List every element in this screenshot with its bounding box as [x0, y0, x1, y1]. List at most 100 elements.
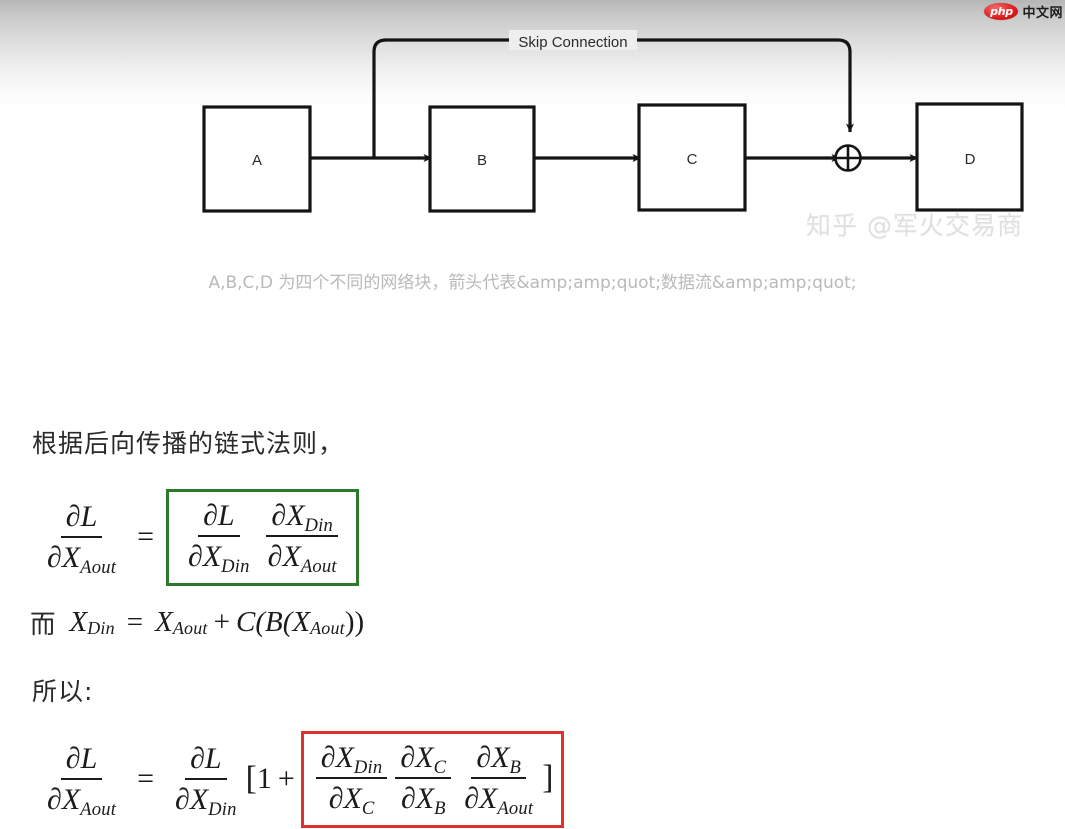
formula3-boxed3-numerator: ∂XB — [471, 740, 527, 780]
subscript-din: Din — [304, 514, 334, 536]
subscript-b: B — [509, 756, 522, 778]
partial-symbol: ∂ — [203, 499, 218, 532]
php-site-logo: php 中文网 — [984, 1, 1063, 21]
formula1-rhs1-numerator: ∂L — [198, 498, 240, 538]
formula1-lhs-numerator: ∂L — [60, 499, 103, 539]
partial-symbol: ∂ — [267, 540, 283, 574]
heading-chain-rule: 根据后向传播的链式法则， — [32, 429, 345, 458]
formula1-lhs-fraction: ∂L ∂XAout — [42, 499, 121, 579]
heading-therefore: 所以: — [32, 677, 94, 706]
formula3-close-bracket: ] — [542, 759, 554, 797]
block-a: A — [202, 105, 312, 213]
partial-symbol: ∂ — [400, 782, 416, 816]
var-X: X — [479, 782, 498, 816]
subscript-aout: Aout — [310, 617, 345, 638]
formula1-rhs-fraction-1: ∂L ∂XDin — [183, 498, 255, 578]
network-diagram: A B C D Skip Connection 知乎 @军火交易商 — [0, 0, 1065, 250]
formula3-boxed2-denominator: ∂XB — [396, 779, 451, 820]
var-X: X — [61, 541, 81, 575]
var-X: X — [343, 782, 362, 816]
formula2-equals: = — [126, 606, 144, 638]
var-L: L — [217, 499, 235, 532]
var-L: L — [80, 742, 98, 775]
partial-symbol: ∂ — [175, 783, 190, 817]
partial-symbol: ∂ — [476, 741, 492, 774]
block-d-label: D — [965, 151, 976, 168]
subscript-aout: Aout — [300, 556, 337, 578]
formula3-lhs-denominator: ∂XAout — [42, 780, 121, 821]
formula1-rhs2-numerator: ∂XDin — [266, 498, 339, 538]
formula3-highlight-box: ∂XDin ∂XC ∂XC ∂XB ∂XB ∂XAout — [300, 731, 565, 828]
partial-symbol: ∂ — [320, 741, 336, 774]
var-X: X — [69, 606, 88, 638]
formula1-rhs1-denominator: ∂XDin — [183, 537, 255, 578]
formula3-factor-denominator: ∂XDin — [170, 780, 242, 821]
subscript-aout: Aout — [497, 798, 534, 820]
var-X: X — [415, 741, 434, 774]
formula3-boxed-fraction-3: ∂XB ∂XAout — [459, 740, 538, 820]
formula3-plus: + — [277, 762, 295, 796]
subscript-c: C — [361, 798, 375, 820]
partial-symbol: ∂ — [47, 783, 62, 817]
subscript-b: B — [434, 798, 446, 820]
subscript-aout: Aout — [80, 799, 117, 821]
formula-chain-rule: ∂L ∂XAout = ∂L ∂XDin ∂XDin ∂XAo — [38, 489, 359, 586]
subscript-din: Din — [353, 756, 383, 778]
subscript-aout: Aout — [80, 557, 117, 579]
partial-symbol: ∂ — [190, 742, 205, 775]
formula1-rhs-fraction-2: ∂XDin ∂XAout — [263, 498, 342, 578]
partial-symbol: ∂ — [188, 540, 203, 574]
var-X: X — [286, 499, 305, 532]
partial-symbol: ∂ — [400, 741, 416, 774]
partial-symbol: ∂ — [271, 499, 287, 532]
formula1-equals: = — [137, 520, 154, 554]
subscript-din: Din — [208, 799, 237, 821]
formula3-factor-numerator: ∂L — [185, 741, 227, 781]
subscript-din: Din — [87, 617, 115, 638]
var-X: X — [491, 741, 510, 774]
formula3-boxed-fraction-1: ∂XDin ∂XC — [315, 740, 388, 820]
block-b-label: B — [477, 152, 487, 169]
var-X: X — [155, 606, 173, 638]
formula3-one: 1 — [256, 762, 272, 796]
partial-symbol: ∂ — [464, 782, 480, 816]
zhihu-watermark: 知乎 @军火交易商 — [806, 211, 1023, 240]
skip-connection-label: Skip Connection — [518, 34, 627, 51]
subscript-aout: Aout — [172, 617, 208, 638]
block-b: B — [428, 105, 536, 213]
figure-caption: A,B,C,D 为四个不同的网络块，箭头代表&amp;amp;quot;数据流&… — [208, 273, 857, 293]
var-L: L — [80, 500, 98, 533]
formula2-composition: C(B(X — [235, 606, 311, 638]
var-X: X — [335, 741, 354, 774]
php-badge-icon: php — [984, 2, 1019, 20]
var-X: X — [61, 783, 81, 817]
partial-symbol: ∂ — [328, 782, 344, 816]
formula2-lead-word: 而 — [30, 610, 56, 640]
var-X: X — [282, 540, 301, 574]
formula3-boxed1-numerator: ∂XDin — [315, 740, 388, 780]
formula3-equals: = — [137, 762, 154, 796]
block-c: C — [637, 103, 747, 212]
formula-expanded-gradient: ∂L ∂XAout = ∂L ∂XDin [ 1 + ∂XDin — [38, 731, 565, 828]
php-site-name: 中文网 — [1022, 5, 1063, 21]
formula3-factor-fraction: ∂L ∂XDin — [170, 741, 242, 821]
skip-label-backdrop — [509, 30, 637, 50]
var-L: L — [204, 742, 222, 775]
subscript-din: Din — [221, 556, 250, 578]
var-X: X — [415, 782, 435, 816]
formula3-boxed2-numerator: ∂XC — [395, 740, 452, 780]
formula3-lhs-fraction: ∂ L ∂XAout — [42, 741, 121, 821]
formula1-highlight-box: ∂L ∂XDin ∂XDin ∂XAout — [166, 489, 359, 586]
diagram-canvas: A B C D Skip Connection — [202, 30, 1024, 213]
block-c-label: C — [687, 151, 698, 168]
formula2-close-parens: )) — [344, 606, 365, 638]
subscript-c: C — [433, 756, 447, 778]
partial-symbol: ∂ — [65, 500, 81, 533]
formula3-boxed3-denominator: ∂XAout — [459, 779, 538, 820]
formula3-open-bracket: [ — [245, 760, 257, 798]
formula2-plus: + — [213, 606, 230, 638]
block-a-label: A — [252, 152, 262, 169]
formula1-lhs-denominator: ∂XAout — [42, 538, 121, 579]
